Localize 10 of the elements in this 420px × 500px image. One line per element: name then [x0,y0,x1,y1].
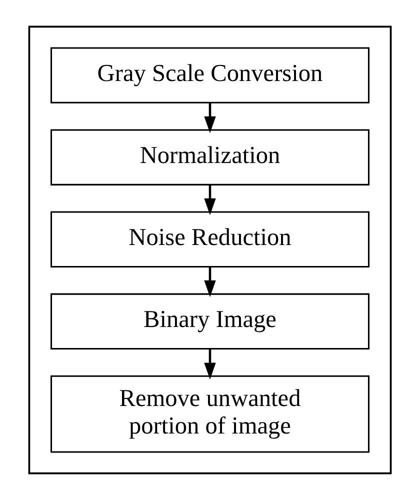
node-box: Remove unwanted portion of image [50,375,370,453]
arrow [204,348,216,380]
node-box: Noise Reduction [50,211,370,268]
arrow [204,184,216,216]
arrow [204,266,216,298]
node-box: Binary Image [50,293,370,350]
cluster [28,26,392,474]
arrow [204,102,216,134]
node-box: Normalization [50,129,370,186]
node-box: Gray Scale Conversion [50,47,370,104]
